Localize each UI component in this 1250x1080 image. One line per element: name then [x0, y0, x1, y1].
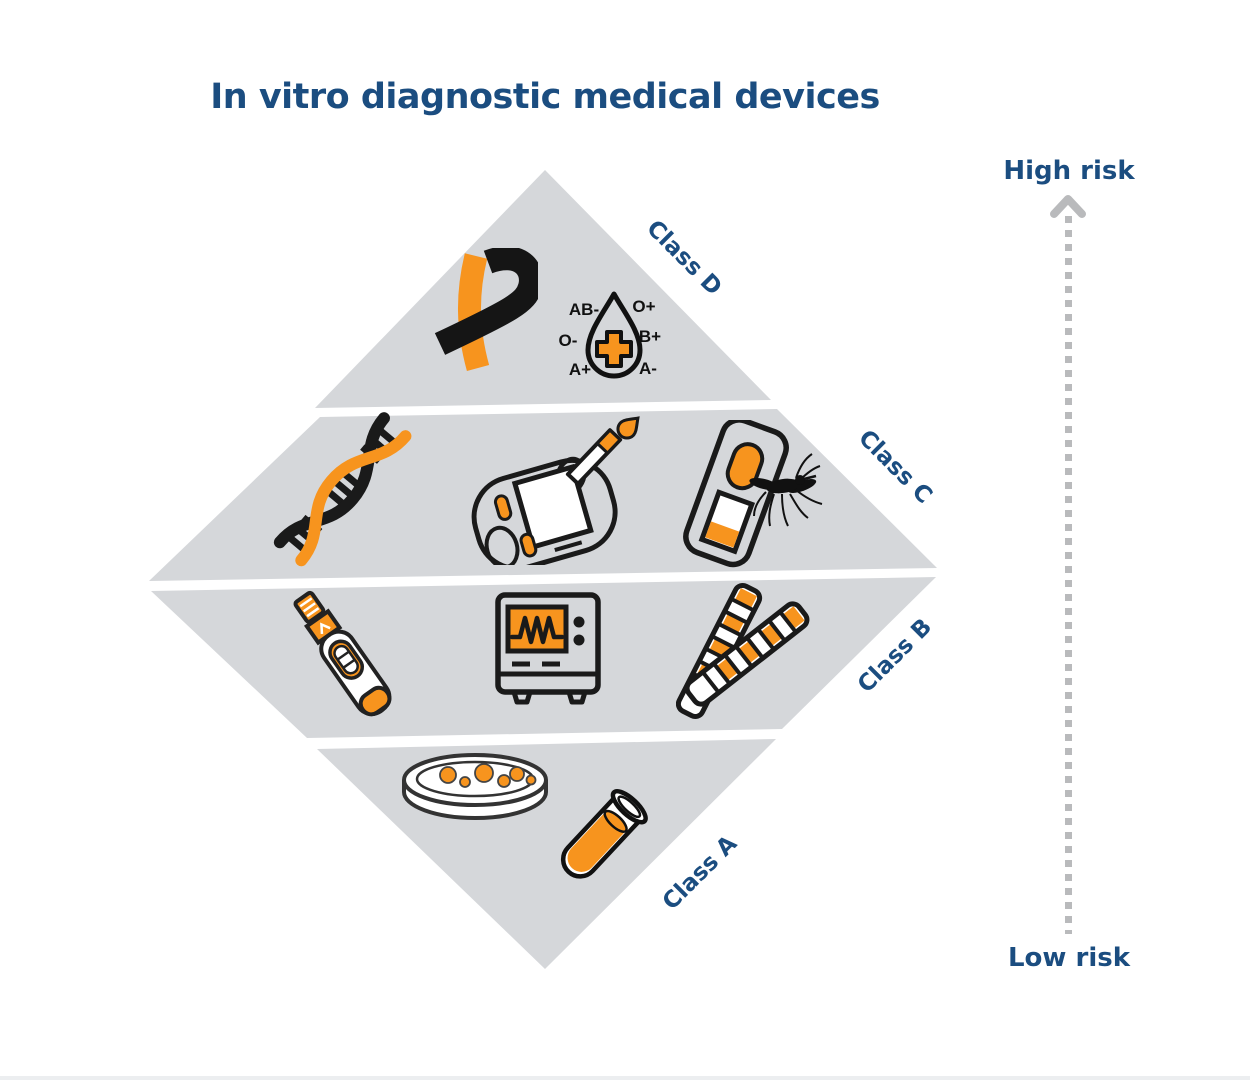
classification-diamond: [148, 170, 938, 970]
low-risk-label: Low risk: [1007, 943, 1131, 973]
test-strips-icon: [676, 582, 810, 720]
awareness-ribbon-icon: [434, 248, 538, 372]
blood-drop-icon: [585, 291, 643, 379]
dna-helix-icon: [273, 412, 412, 567]
blood-type-o-pos: O+: [632, 297, 656, 316]
blood-type-b-pos: B+: [638, 327, 662, 346]
risk-axis-dotted-line: [1065, 216, 1072, 934]
blood-type-a-neg: A-: [639, 359, 657, 378]
arrow-up-icon: [1050, 195, 1086, 218]
high-risk-label: High risk: [1003, 156, 1135, 186]
blood-type-a-pos: A+: [568, 360, 592, 379]
self-test-device-icon: [293, 590, 392, 717]
petri-dish-icon: [402, 753, 548, 820]
glucose-meter-icon: [471, 416, 640, 565]
mosquito-icon: [749, 453, 823, 527]
test-cassette-icon: [683, 420, 823, 568]
bottom-edge-divider: [0, 1076, 1250, 1080]
test-tube-icon: [560, 789, 648, 879]
page-title: In vitro diagnostic medical devices: [210, 77, 880, 117]
blood-type-o-neg: O-: [558, 331, 578, 350]
analyzer-machine-icon: [495, 592, 601, 705]
blood-type-ab-neg: AB-: [568, 300, 600, 319]
